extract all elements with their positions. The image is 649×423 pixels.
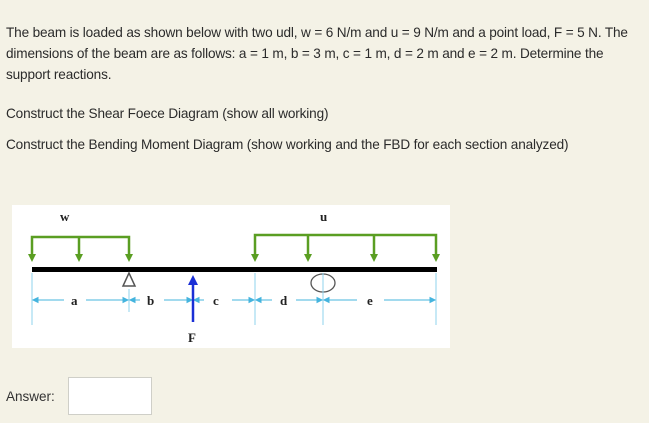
point-load-f-arrow	[188, 275, 198, 322]
dim-d-label: d	[280, 293, 288, 308]
dim-e-label: e	[367, 293, 373, 308]
udl-u-load: u	[251, 209, 440, 262]
dimension-lines	[31, 273, 437, 325]
udl-w-load: w	[28, 209, 133, 262]
answer-label: Answer:	[6, 389, 55, 404]
beam	[32, 267, 437, 272]
beam-diagram: w u	[12, 205, 450, 348]
udl-u-label: u	[320, 209, 327, 224]
answer-input[interactable]	[68, 377, 152, 415]
bending-moment-instruction: Construct the Bending Moment Diagram (sh…	[6, 136, 569, 152]
point-load-f-label: F	[188, 330, 196, 345]
problem-statement: The beam is loaded as shown below with t…	[6, 24, 628, 82]
dim-a-label: a	[71, 293, 78, 308]
udl-w-label: w	[60, 209, 70, 224]
pin-support-icon	[121, 271, 137, 287]
dim-c-label: c	[213, 293, 219, 308]
shear-force-instruction: Construct the Shear Foece Diagram (show …	[6, 105, 329, 121]
dim-b-label: b	[147, 293, 154, 308]
